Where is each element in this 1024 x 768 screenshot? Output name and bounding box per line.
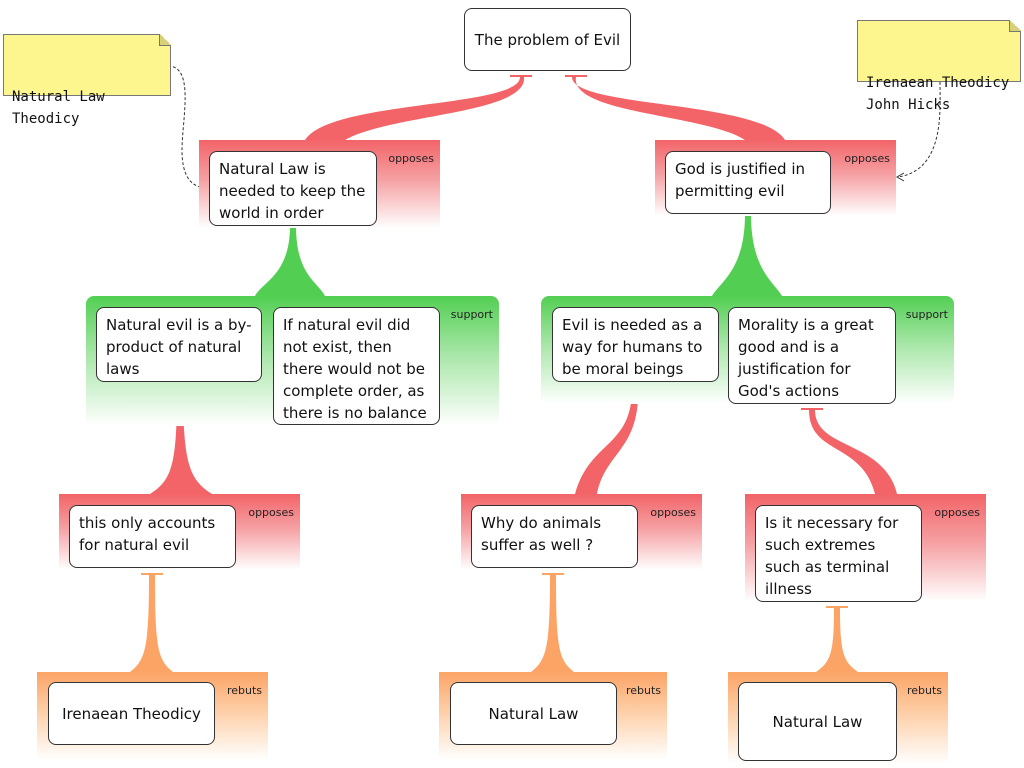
node-text: God is justified in permitting evil bbox=[675, 160, 806, 200]
link-animals-to-rebuts bbox=[531, 575, 574, 672]
node-extremes[interactable]: Is it necessary for such extremes such a… bbox=[755, 505, 922, 602]
rebuts-label: rebuts bbox=[906, 684, 942, 697]
link-root-to-natural-law bbox=[305, 77, 525, 140]
node-text: If natural evil did not exist, then ther… bbox=[283, 316, 427, 422]
support-label: support bbox=[905, 308, 948, 321]
opposes-label: opposes bbox=[844, 152, 890, 165]
node-text: this only accounts for natural evil bbox=[79, 514, 216, 554]
opposes-label: opposes bbox=[388, 152, 434, 165]
rebuts-label: rebuts bbox=[226, 684, 262, 697]
link-moral-beings-to-opposes bbox=[575, 388, 639, 494]
node-animals-suffer[interactable]: Why do animals suffer as well ? bbox=[471, 505, 638, 568]
node-natural-law-rebut-2[interactable]: Natural Law bbox=[738, 682, 897, 761]
link-natural-law-to-support bbox=[255, 226, 325, 296]
node-natural-law-rebut-1[interactable]: Natural Law bbox=[450, 682, 617, 745]
node-moral-beings[interactable]: Evil is needed as a way for humans to be… bbox=[552, 307, 719, 382]
node-text: Irenaean Theodicy bbox=[62, 704, 201, 723]
opposes-label: opposes bbox=[934, 506, 980, 519]
node-text: Natural Law is needed to keep the world … bbox=[219, 160, 366, 222]
node-text: Why do animals suffer as well ? bbox=[481, 514, 602, 554]
root-node[interactable]: The problem of Evil bbox=[464, 8, 631, 71]
note-natural-law-theodicy[interactable]: Natural Law Theodicy bbox=[3, 34, 171, 127]
node-natural-evil-byproduct[interactable]: Natural evil is a by-product of natural … bbox=[96, 307, 262, 382]
node-text: Is it necessary for such extremes such a… bbox=[765, 514, 899, 598]
note-fold-icon bbox=[159, 34, 171, 46]
node-morality-good[interactable]: Morality is a great good and is a justif… bbox=[728, 307, 896, 404]
note-fold-icon bbox=[1009, 20, 1021, 32]
support-label: support bbox=[450, 308, 493, 321]
note-arrowhead-right bbox=[895, 172, 905, 182]
node-text: Natural evil is a by-product of natural … bbox=[106, 316, 252, 378]
opposes-label: opposes bbox=[248, 506, 294, 519]
link-god-justified-to-support bbox=[712, 214, 782, 296]
node-text: Natural Law bbox=[772, 712, 863, 731]
link-root-to-god-justified bbox=[572, 77, 785, 140]
node-text: Evil is needed as a way for humans to be… bbox=[562, 316, 703, 378]
node-text: Natural Law bbox=[488, 704, 579, 723]
node-text: Morality is a great good and is a justif… bbox=[738, 316, 874, 400]
link-morality-to-opposes bbox=[809, 410, 897, 494]
opposes-label: opposes bbox=[650, 506, 696, 519]
node-god-justified[interactable]: God is justified in permitting evil bbox=[665, 151, 831, 214]
link-byproduct-to-opposes bbox=[150, 388, 212, 494]
link-extremes-to-rebuts bbox=[816, 608, 858, 672]
root-node-text: The problem of Evil bbox=[474, 30, 621, 49]
node-no-balance[interactable]: If natural evil did not exist, then ther… bbox=[273, 307, 440, 425]
node-irenaean-rebut[interactable]: Irenaean Theodicy bbox=[48, 682, 215, 745]
note-connector-right bbox=[897, 81, 941, 178]
note-irenaean-theodicy[interactable]: Irenaean Theodicy John Hicks bbox=[857, 20, 1021, 113]
link-only-natural-to-rebuts bbox=[130, 575, 173, 672]
rebuts-label: rebuts bbox=[625, 684, 661, 697]
node-only-natural-evil[interactable]: this only accounts for natural evil bbox=[69, 505, 236, 568]
note-connector-left bbox=[167, 65, 207, 189]
node-natural-law-needed[interactable]: Natural Law is needed to keep the world … bbox=[209, 151, 377, 226]
note-text: Irenaean Theodicy John Hicks bbox=[866, 75, 1010, 113]
note-text: Natural Law Theodicy bbox=[12, 89, 105, 127]
